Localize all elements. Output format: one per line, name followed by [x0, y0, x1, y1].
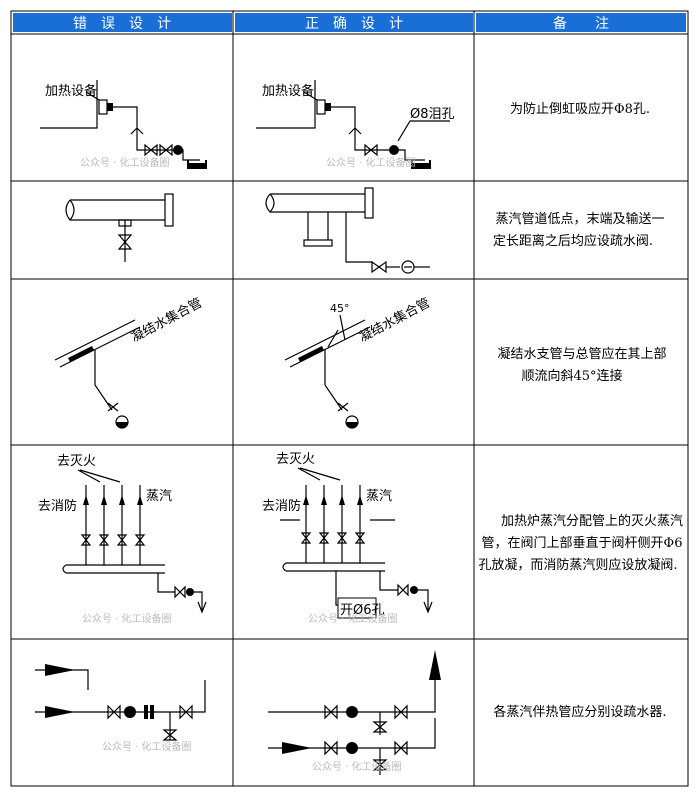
row3-wrong-label-0: 凝结水集合管 — [128, 295, 204, 346]
watermark-5: 公众号 · 化工设备圈 — [102, 740, 192, 753]
row2-note-line-0: 蒸汽管道低点，末端及输送一 — [495, 211, 664, 227]
row3-note-line-0: 凝结水支管与总管应在其上部 — [497, 346, 666, 362]
header-right: 正 确 设 计 — [305, 16, 403, 32]
row3-right-label-0: 45° — [330, 302, 350, 315]
row4-wrong-label-2: 蒸汽 — [146, 489, 172, 504]
header-cell-note — [476, 13, 686, 32]
row4-note-line-1: 管，在阀门上部垂直于阀杆侧开Φ6 — [482, 536, 683, 551]
row1-right-diagram: 加热设备 Ø8泪孔 — [256, 80, 455, 169]
watermark-1: 公众号 · 化工设备圈 — [80, 156, 170, 169]
row4-note-line-2: 孔放凝，而消防蒸汽则应设放凝阀. — [478, 557, 677, 573]
watermark-3: 公众号 · 化工设备圈 — [82, 612, 172, 625]
header-wrong: 错 误 设 计 — [73, 16, 171, 32]
row5-right-diagram — [268, 650, 441, 775]
table-grid — [10, 10, 689, 787]
row1-wrong-label-0: 加热设备 — [45, 83, 97, 99]
row4-right-label-3: 开Ø6孔 — [340, 603, 385, 618]
row3-right-label-1: 凝结水集合管 — [356, 295, 432, 346]
row4-wrong-label-1: 去消防 — [38, 498, 77, 514]
row4-right-label-1: 去消防 — [262, 498, 301, 514]
row4-right-label-2: 蒸汽 — [366, 489, 392, 504]
watermarks: 公众号 · 化工设备圈 公众号 · 化工设备圈 公众号 · 化工设备圈 公众号 … — [80, 156, 416, 773]
row5-note-line-0: 各蒸汽伴热管应分别设疏水器. — [493, 704, 666, 720]
header-note: 备 注 — [553, 15, 609, 32]
row3-note-line-1: 顺流向斜45°连接 — [521, 368, 622, 384]
row4-note-line-0: 加热炉蒸汽分配管上的灭火蒸汽 — [501, 513, 683, 529]
header-cell-right — [235, 13, 473, 32]
header-cell-wrong — [13, 13, 232, 32]
row2-note-line-1: 定长距离之后均应设疏水阀. — [493, 233, 653, 249]
row4-right-diagram: 去灭火 去消防 蒸汽 开Ø6孔 — [262, 452, 433, 619]
row3-wrong-diagram: 凝结水集合管 — [54, 295, 205, 429]
row1-wrong-diagram: 加热设备 — [40, 80, 207, 169]
row1-note-line-0: 为防止倒虹吸应开Φ8孔. — [510, 101, 650, 117]
row1-right-label-1: Ø8泪孔 — [410, 107, 455, 122]
row1-right-label-0: 加热设备 — [262, 83, 314, 99]
watermark-2: 公众号 · 化工设备圈 — [326, 156, 416, 169]
row4-right-label-0: 去灭火 — [276, 452, 315, 467]
row4-wrong-diagram: 去灭火 去消防 蒸汽 — [38, 454, 207, 614]
watermark-4: 公众号 · 化工设备圈 — [308, 612, 398, 625]
row2-right-diagram — [265, 187, 430, 274]
row5-wrong-diagram — [35, 664, 206, 741]
row3-right-diagram: 45° 凝结水集合管 — [284, 295, 433, 429]
watermark-6: 公众号 · 化工设备圈 — [312, 760, 402, 773]
row2-wrong-diagram — [65, 193, 174, 262]
row4-wrong-label-0: 去灭火 — [57, 454, 96, 469]
